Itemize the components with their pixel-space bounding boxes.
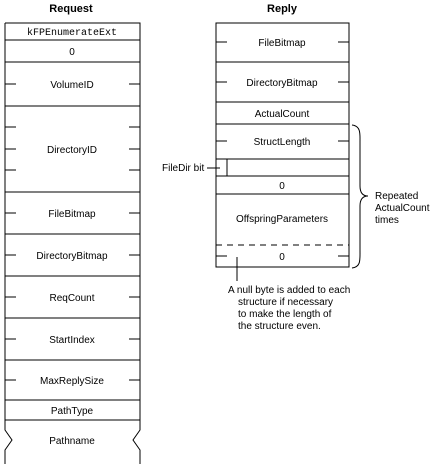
- repeated-note: Repeated ActualCount times: [375, 191, 432, 226]
- request-field-maxreplysize: MaxReplySize: [40, 376, 104, 387]
- reply-field-null-byte: 0: [279, 252, 285, 263]
- null-byte-note-line-1: A null byte is added to each: [228, 285, 350, 296]
- reply-field-actualcount: ActualCount: [255, 109, 310, 120]
- repeated-note-line-2: ActualCount: [375, 203, 430, 214]
- request-field-pathtype: PathType: [51, 406, 94, 417]
- reply-header: Reply: [267, 3, 298, 15]
- repeated-note-line-3: times: [375, 215, 399, 226]
- request-field-directoryid: DirectoryID: [47, 145, 97, 156]
- request-packet-outline: [4, 22, 141, 464]
- reply-field-structlength: StructLength: [254, 137, 311, 148]
- request-field-pad: 0: [69, 47, 75, 58]
- reply-packet-outline: [215, 22, 350, 268]
- reply-tick-marks: [216, 41, 349, 257]
- request-field-pathname: Pathname: [49, 436, 95, 447]
- repeated-bracket: [351, 124, 369, 269]
- reply-field-filebitmap: FileBitmap: [258, 38, 306, 49]
- reply-packet: [215, 22, 350, 268]
- request-header: Request: [49, 3, 93, 15]
- reply-field-directorybitmap: DirectoryBitmap: [246, 78, 318, 89]
- null-byte-note-line-2: structure if necessary: [238, 297, 333, 308]
- filedir-bit-label: FileDir bit: [162, 163, 204, 174]
- repeated-note-line-1: Repeated: [375, 191, 418, 202]
- request-field-startindex: StartIndex: [49, 335, 95, 346]
- reply-field-offspringparameters: OffspringParameters: [236, 214, 328, 225]
- null-byte-note-line-3: to make the length of: [238, 309, 332, 320]
- request-field-labels: kFPEnumerateExt 0 VolumeID DirectoryID F…: [27, 27, 117, 447]
- request-field-reqcount: ReqCount: [49, 293, 94, 304]
- request-field-filebitmap: FileBitmap: [48, 209, 96, 220]
- request-packet: [4, 22, 141, 464]
- reply-field-labels: FileBitmap DirectoryBitmap ActualCount S…: [236, 38, 328, 263]
- request-field-command: kFPEnumerateExt: [27, 27, 117, 39]
- request-field-directorybitmap: DirectoryBitmap: [36, 251, 108, 262]
- request-tick-marks: [5, 83, 140, 381]
- null-byte-note-line-4: the structure even.: [238, 321, 321, 332]
- reply-field-pad: 0: [279, 181, 285, 192]
- null-byte-note: A null byte is added to each structure i…: [228, 285, 353, 332]
- request-field-volumeid: VolumeID: [50, 80, 93, 91]
